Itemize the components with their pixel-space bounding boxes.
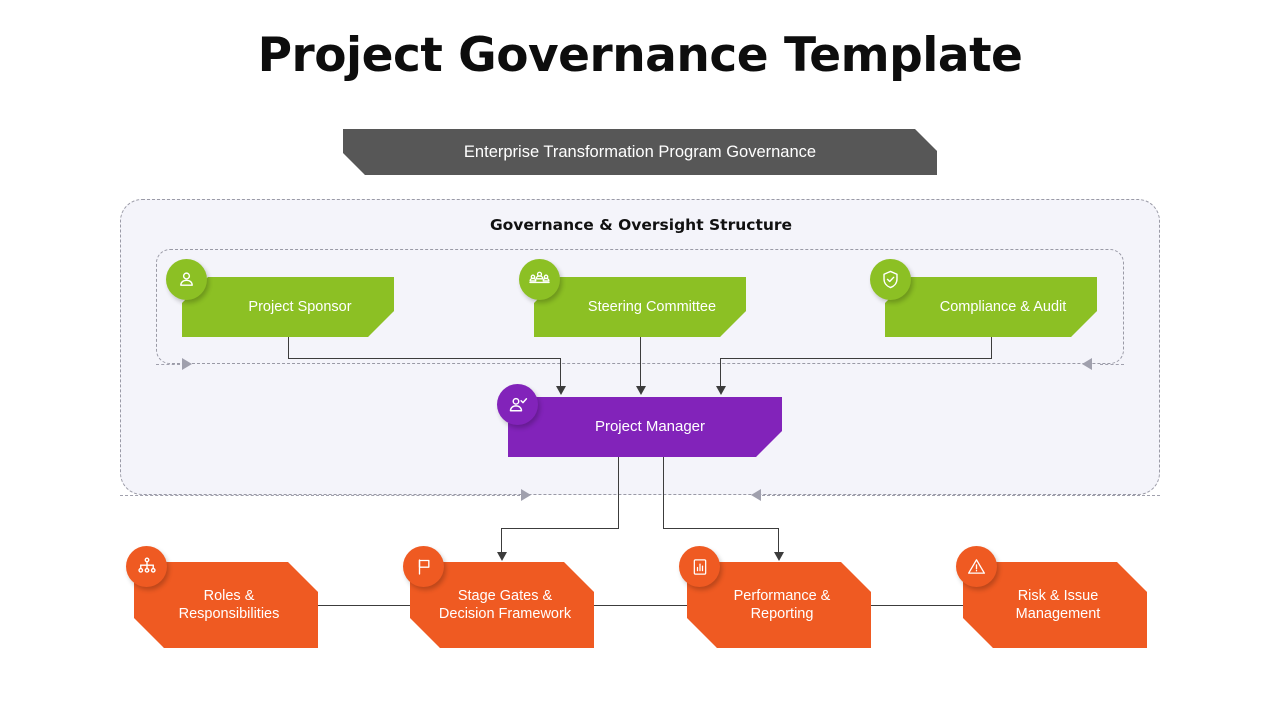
arrow-pm-to-stage-gates bbox=[497, 552, 507, 561]
node-risk-line-2: Management bbox=[1015, 606, 1101, 622]
shield-check-icon bbox=[870, 259, 911, 300]
page-title: Project Governance Template bbox=[257, 28, 1023, 83]
node-performance-line-2: Reporting bbox=[750, 606, 814, 622]
org-chart-icon bbox=[126, 546, 167, 587]
report-chart-icon bbox=[679, 546, 720, 587]
arrow-steering-to-pm bbox=[636, 386, 646, 395]
node-steering-committee[interactable]: Steering Committee bbox=[534, 277, 746, 337]
arrow-pm-to-performance bbox=[774, 552, 784, 561]
node-stage-gates-line-2: Decision Framework bbox=[438, 606, 572, 622]
connector-orange-2-3 bbox=[594, 605, 694, 607]
outer-dashed-arrow-right bbox=[521, 489, 531, 501]
node-roles-responsibilities[interactable]: Roles & Responsibilities bbox=[134, 562, 318, 648]
node-roles-line-2: Responsibilities bbox=[178, 606, 280, 622]
connector-compliance-v2 bbox=[720, 358, 722, 388]
inner-dashed-arrow-right bbox=[182, 358, 192, 370]
connector-pm-right-v2 bbox=[778, 528, 780, 554]
connector-pm-left-v1 bbox=[618, 455, 620, 529]
node-roles-responsibilities-label: Roles & Responsibilities bbox=[134, 562, 318, 648]
outer-dashed-arrow-left bbox=[751, 489, 761, 501]
committee-people-icon bbox=[519, 259, 560, 300]
node-steering-committee-label: Steering Committee bbox=[587, 298, 717, 315]
node-risk-issue-management-label: Risk & Issue Management bbox=[963, 562, 1147, 648]
inner-dashed-line-right bbox=[1100, 364, 1124, 365]
node-risk-line-1: Risk & Issue bbox=[1017, 587, 1099, 604]
flag-icon bbox=[403, 546, 444, 587]
node-performance-reporting[interactable]: Performance & Reporting bbox=[687, 562, 871, 648]
person-icon bbox=[166, 259, 207, 300]
node-project-manager[interactable]: Project Manager bbox=[508, 397, 782, 457]
governance-structure-header: Governance & Oversight Structure bbox=[489, 216, 793, 234]
node-roles-line-1: Roles & bbox=[203, 587, 255, 604]
connector-sponsor-h bbox=[288, 358, 561, 360]
connector-sponsor-v1 bbox=[288, 337, 290, 359]
subtitle-text: Enterprise Transformation Program Govern… bbox=[463, 143, 817, 161]
node-project-manager-label: Project Manager bbox=[594, 417, 706, 435]
warning-triangle-icon bbox=[956, 546, 997, 587]
node-performance-line-1: Performance & bbox=[733, 587, 831, 604]
connector-pm-right-h bbox=[663, 528, 779, 530]
connector-pm-left-h bbox=[501, 528, 619, 530]
connector-pm-left-v2 bbox=[501, 528, 503, 554]
arrow-sponsor-to-pm bbox=[556, 386, 566, 395]
connector-pm-right-v1 bbox=[663, 455, 665, 529]
subtitle-banner: Enterprise Transformation Program Govern… bbox=[343, 129, 937, 175]
connector-orange-3-4 bbox=[871, 605, 971, 607]
inner-dashed-arrow-left bbox=[1082, 358, 1092, 370]
person-check-icon bbox=[497, 384, 538, 425]
inner-dashed-line-left bbox=[156, 364, 180, 365]
node-stage-gates-label: Stage Gates & Decision Framework bbox=[410, 562, 594, 648]
node-performance-reporting-label: Performance & Reporting bbox=[687, 562, 871, 648]
outer-dashed-line-right bbox=[762, 495, 1160, 496]
connector-orange-1-2 bbox=[318, 605, 420, 607]
node-compliance-audit-label: Compliance & Audit bbox=[939, 298, 1067, 315]
node-project-sponsor-label: Project Sponsor bbox=[248, 298, 352, 315]
node-stage-gates-line-1: Stage Gates & bbox=[457, 587, 553, 604]
connector-sponsor-v2 bbox=[560, 358, 562, 388]
connector-compliance-v1 bbox=[991, 337, 993, 359]
outer-dashed-line-left bbox=[120, 495, 520, 496]
connector-steering-v bbox=[640, 337, 642, 388]
node-project-sponsor[interactable]: Project Sponsor bbox=[182, 277, 394, 337]
connector-compliance-h bbox=[720, 358, 992, 360]
arrow-compliance-to-pm bbox=[716, 386, 726, 395]
node-compliance-audit[interactable]: Compliance & Audit bbox=[885, 277, 1097, 337]
